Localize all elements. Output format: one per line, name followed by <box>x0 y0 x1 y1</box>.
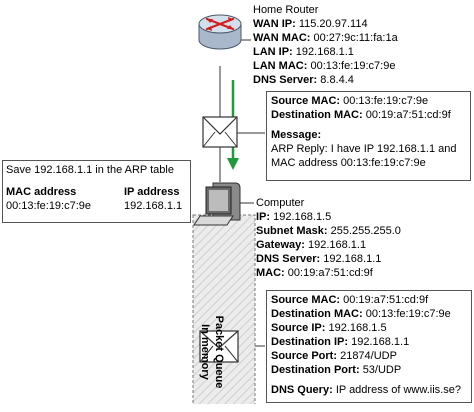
computer-info: Computer IP: 192.168.1.5 Subnet Mask: 25… <box>256 196 401 280</box>
arp-caption: Save 192.168.1.1 in the ARP table <box>6 164 174 176</box>
router-icon <box>198 14 242 50</box>
computer-title: Computer <box>256 197 305 209</box>
dns-envelope-icon <box>199 330 239 363</box>
computer-icon <box>193 182 241 226</box>
router-title: Home Router <box>253 4 319 16</box>
packet-queue-box <box>192 214 256 404</box>
dns-row: Source MAC: 00:19:a7:51:cd:9f <box>271 294 429 306</box>
message-line: MAC address 00:13:fe:19:c7:9e <box>271 157 426 169</box>
arp-col-ip: IP address <box>124 186 180 198</box>
router-row: DNS Server: 8.8.4.4 <box>253 74 354 86</box>
packet-queue-label: Packet Queue In memory <box>199 315 225 389</box>
message-line: ARP Reply: I have IP 192.168.1.1 and <box>271 143 457 155</box>
arp-col-mac: MAC address <box>6 186 77 198</box>
computer-row: DNS Server: 192.168.1.1 <box>256 253 382 265</box>
dns-row: Destination IP: 192.168.1.1 <box>271 336 410 348</box>
dns-row: Source IP: 192.168.1.5 <box>271 322 387 334</box>
dns-row: Source Port: 21874/UDP <box>271 350 397 362</box>
computer-row: IP: 192.168.1.5 <box>256 211 332 223</box>
dns-row: Destination MAC: 00:13:fe:19:c7:9e <box>271 308 451 320</box>
message-label: Message: <box>271 129 322 141</box>
router-row: WAN MAC: 00:27:9c:11:fa:1a <box>253 32 398 44</box>
dns-packet-box: Source MAC: 00:19:a7:51:cd:9f Destinatio… <box>266 290 472 403</box>
dns-query: DNS Query: IP address of www.iis.se? <box>271 384 461 396</box>
arp-mac-value: 00:13:fe:19:c7:9e <box>6 200 92 212</box>
router-row: WAN IP: 115.20.97.114 <box>253 18 368 30</box>
reply-row: Destination MAC: 00:19:a7:51:cd:9f <box>271 109 451 121</box>
router-info: Home Router WAN IP: 115.20.97.114 WAN MA… <box>253 3 398 87</box>
reply-row: Source MAC: 00:13:fe:19:c7:9e <box>271 95 429 107</box>
arp-table-box: Save 192.168.1.1 in the ARP table MAC ad… <box>2 160 191 223</box>
computer-row: Gateway: 192.168.1.1 <box>256 239 367 251</box>
reply-packet-box: Source MAC: 00:13:fe:19:c7:9e Destinatio… <box>266 91 471 181</box>
reply-envelope-icon <box>202 116 238 148</box>
computer-row: MAC: 00:19:a7:51:cd:9f <box>256 267 373 279</box>
router-row: LAN MAC: 00:13:fe:19:c7:9e <box>253 60 396 72</box>
router-row: LAN IP: 192.168.1.1 <box>253 46 354 58</box>
computer-row: Subnet Mask: 255.255.255.0 <box>256 225 401 237</box>
arp-ip-value: 192.168.1.1 <box>124 200 183 212</box>
dns-row: Destination Port: 53/UDP <box>271 364 402 376</box>
